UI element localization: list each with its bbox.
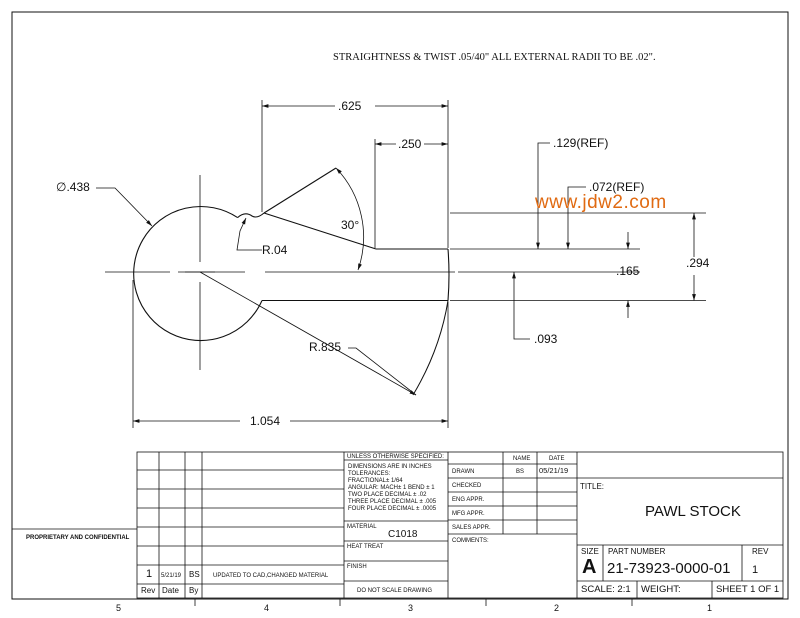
name-header: NAME xyxy=(513,456,531,462)
tol-line: DIMENSIONS ARE IN INCHES xyxy=(348,464,432,470)
tol-line: TOLERANCES: xyxy=(348,471,391,477)
dim-165: .165 xyxy=(616,264,640,278)
general-note: STRAIGHTNESS & TWIST .05/40" ALL EXTERNA… xyxy=(333,52,656,63)
weight-label: WEIGHT: xyxy=(641,584,681,595)
rev-label: REV xyxy=(752,547,769,556)
do-not-scale: DO NOT SCALE DRAWING xyxy=(357,588,433,594)
tol-line: FRACTIONAL± 1/64 xyxy=(348,478,403,484)
zone-label: 3 xyxy=(408,603,414,613)
part-outline xyxy=(133,167,450,396)
dim-129-ref: .129(REF) xyxy=(553,136,609,150)
dim-angle-30: 30° xyxy=(341,218,360,232)
extension-lines xyxy=(132,100,706,428)
centerlines xyxy=(105,175,455,370)
unless-specified: UNLESS OTHERWISE SPECIFIED: xyxy=(347,454,444,460)
material-value: C1018 xyxy=(388,529,418,540)
rev-by: BS xyxy=(189,570,200,579)
zone-label: 4 xyxy=(264,603,270,613)
dim-dia-438: ∅.438 xyxy=(56,180,90,194)
rev-header: Rev xyxy=(141,586,156,595)
zone-label: 5 xyxy=(116,603,122,613)
sheet-label: SHEET 1 OF 1 xyxy=(716,584,780,595)
drawing-title: PAWL STOCK xyxy=(645,503,741,520)
dimension-lines xyxy=(96,104,696,423)
tol-line: ANGULAR: MACH± 1 BEND ± 1 xyxy=(348,485,435,491)
sales-appr-label: SALES APPR. xyxy=(452,525,491,531)
drawn-date: 05/21/19 xyxy=(539,466,569,475)
scale-label: SCALE: 2:1 xyxy=(581,584,631,595)
watermark: www.jdw2.com xyxy=(535,192,667,213)
tol-line: THREE PLACE DECIMAL ± .005 xyxy=(348,499,437,505)
proprietary-label: PROPRIETARY AND CONFIDENTIAL xyxy=(26,535,130,541)
size-label: SIZE xyxy=(581,547,599,556)
dim-r835: R.835 xyxy=(309,340,342,354)
heat-treat-label: HEAT TREAT xyxy=(347,544,384,550)
zone-label: 2 xyxy=(554,603,560,613)
rev-value: 1 xyxy=(146,568,153,580)
diameter-symbol: ∅ xyxy=(56,180,67,194)
part-number-label: PART NUMBER xyxy=(608,547,666,556)
eng-appr-label: ENG APPR. xyxy=(452,497,485,503)
dim-r04: R.04 xyxy=(262,243,288,257)
size-value: A xyxy=(582,556,597,578)
material-label: MATERIAL xyxy=(347,524,377,530)
checked-label: CHECKED xyxy=(452,483,482,489)
drawn-label: DRAWN xyxy=(452,469,475,475)
date-header: DATE xyxy=(549,456,565,462)
tol-line: FOUR PLACE DECIMAL ± .0005 xyxy=(348,506,437,512)
zone-label: 1 xyxy=(707,603,713,613)
sheet-border xyxy=(11,11,789,600)
dim-294: .294 xyxy=(686,256,710,270)
drawn-name: BS xyxy=(516,469,525,475)
dim-072-ref: .072(REF) xyxy=(589,180,645,194)
title-block-grid xyxy=(136,451,784,599)
mfg-appr-label: MFG APPR. xyxy=(452,511,485,517)
dim-093: .093 xyxy=(534,332,558,346)
zone-ticks xyxy=(194,599,633,606)
date-header: Date xyxy=(162,586,179,595)
dim-625: .625 xyxy=(338,99,362,113)
finish-label: FINISH xyxy=(347,564,367,570)
tol-line: TWO PLACE DECIMAL ± .02 xyxy=(348,492,427,498)
rev-date: 5/21/19 xyxy=(161,573,182,579)
rev-description: UPDATED TO CAD,CHANGED MATERIAL xyxy=(213,573,329,579)
part-number: 21-73923-0000-01 xyxy=(607,560,731,577)
dim-1054: 1.054 xyxy=(250,414,281,428)
comments-label: COMMENTS: xyxy=(452,538,489,544)
title-label: TITLE: xyxy=(580,482,605,491)
rev-block-value: 1 xyxy=(752,564,759,576)
dim-250: .250 xyxy=(398,137,422,151)
by-header: By xyxy=(189,586,199,595)
